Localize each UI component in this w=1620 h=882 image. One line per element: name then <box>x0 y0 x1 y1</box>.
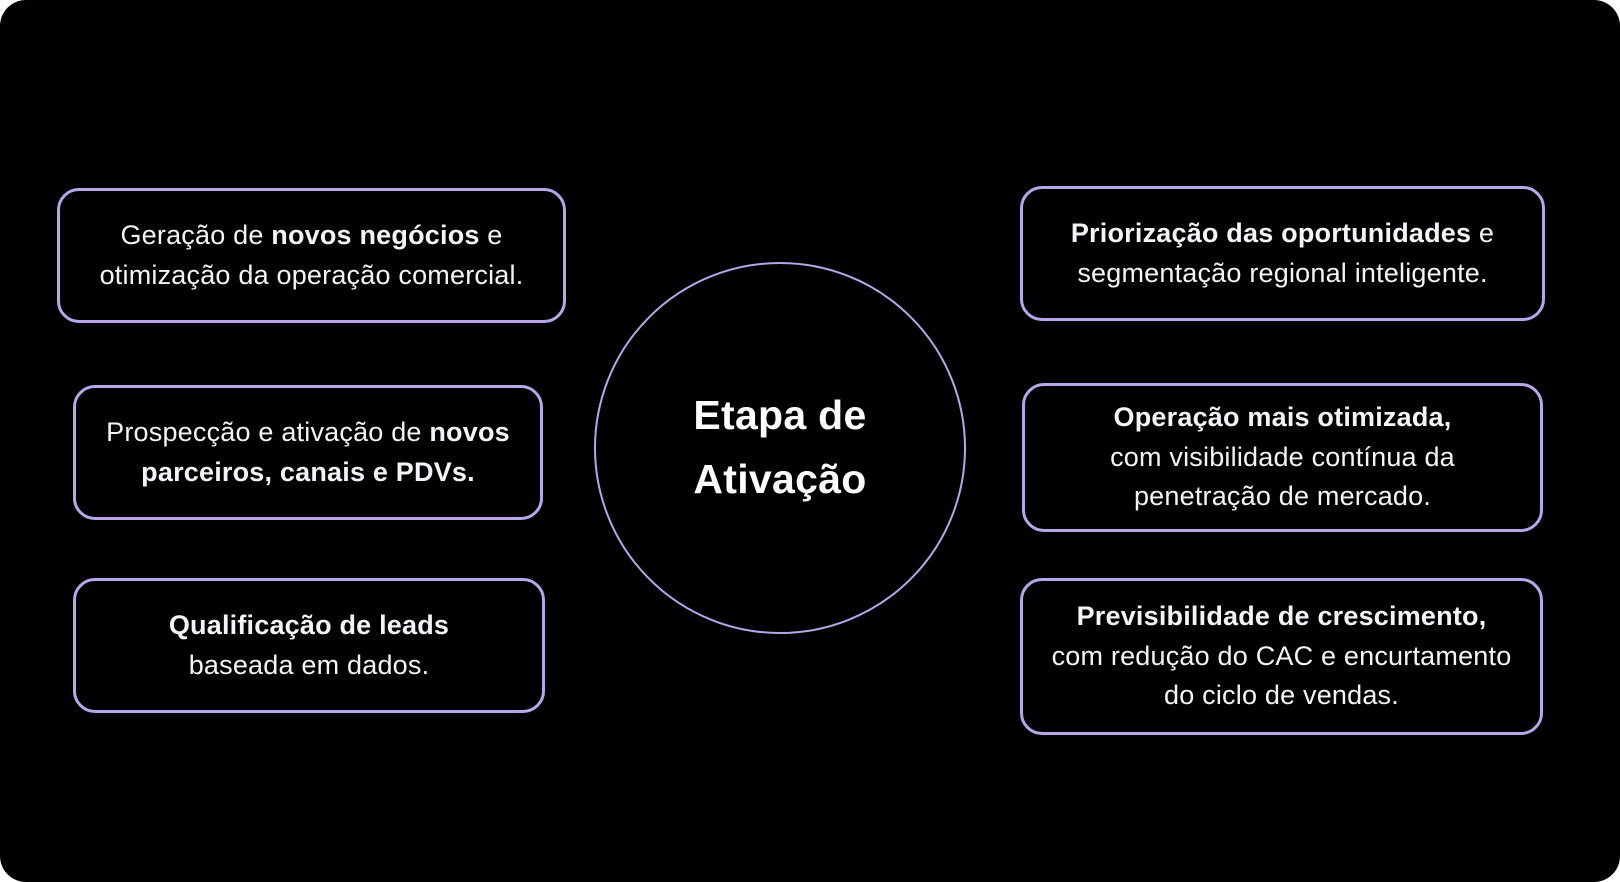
box-text-line: com redução do CAC e encurtamento <box>1052 637 1512 677</box>
box-text-line: do ciclo de vendas. <box>1164 676 1399 716</box>
text-segment: baseada em dados. <box>188 649 430 680</box>
box-text-line: parceiros, canais e PDVs. <box>141 453 475 493</box>
text-segment-bold: Operação mais otimizada, <box>1113 401 1452 432</box>
box-text-line: Priorização das oportunidades e <box>1071 214 1494 254</box>
text-segment-bold: Previsibilidade de crescimento, <box>1076 600 1487 631</box>
box-qualificacao-leads: Qualificação de leads baseada em dados. <box>73 578 545 713</box>
box-text-line: otimização da operação comercial. <box>100 256 524 296</box>
text-segment: Geração de <box>120 219 272 250</box>
text-segment: e <box>479 219 503 250</box>
box-text-line: Operação mais otimizada, <box>1114 398 1452 438</box>
text-segment: penetração de mercado. <box>1133 481 1432 512</box>
box-text-line: com visibilidade contínua da <box>1110 438 1455 478</box>
text-segment-bold: parceiros, canais e PDVs. <box>141 456 475 487</box>
box-text-line: Prospecção e ativação de novos <box>106 413 510 453</box>
circle-title-line2: Ativação <box>693 456 867 502</box>
box-text-line: Geração de novos negócios e <box>120 216 502 256</box>
box-text-line: baseada em dados. <box>189 646 430 686</box>
box-priorizacao-oportunidades: Priorização das oportunidades e segmenta… <box>1020 186 1545 321</box>
text-segment: com redução do CAC e encurtamento <box>1051 640 1512 671</box>
box-previsibilidade-crescimento: Previsibilidade de crescimento, com redu… <box>1020 578 1543 735</box>
text-segment-bold: novos negócios <box>271 219 480 250</box>
box-geracao-novos-negocios: Geração de novos negócios e otimização d… <box>57 188 566 323</box>
text-segment: otimização da operação comercial. <box>99 259 524 290</box>
box-prospeccao-parceiros: Prospecção e ativação de novos parceiros… <box>73 385 543 520</box>
box-text-line: Previsibilidade de crescimento, <box>1077 597 1487 637</box>
text-segment-bold: Priorização das oportunidades <box>1070 217 1472 248</box>
text-segment: com visibilidade contínua da <box>1110 441 1455 472</box>
text-segment-bold: Qualificação de leads <box>168 609 450 640</box>
box-text-line: Qualificação de leads <box>169 606 449 646</box>
box-operacao-otimizada: Operação mais otimizada, com visibilidad… <box>1022 383 1543 532</box>
box-text-line: segmentação regional inteligente. <box>1077 254 1487 294</box>
box-text-line: penetração de mercado. <box>1134 477 1431 517</box>
text-segment-bold: novos <box>429 416 510 447</box>
text-segment: Prospecção e ativação de <box>106 416 430 447</box>
circle-title-line1: Etapa de <box>693 392 867 439</box>
text-segment: do ciclo de vendas. <box>1164 680 1399 711</box>
text-segment: segmentação regional inteligente. <box>1077 257 1488 288</box>
central-stage-circle: Etapa de Ativação <box>594 262 966 634</box>
text-segment: e <box>1471 217 1495 248</box>
